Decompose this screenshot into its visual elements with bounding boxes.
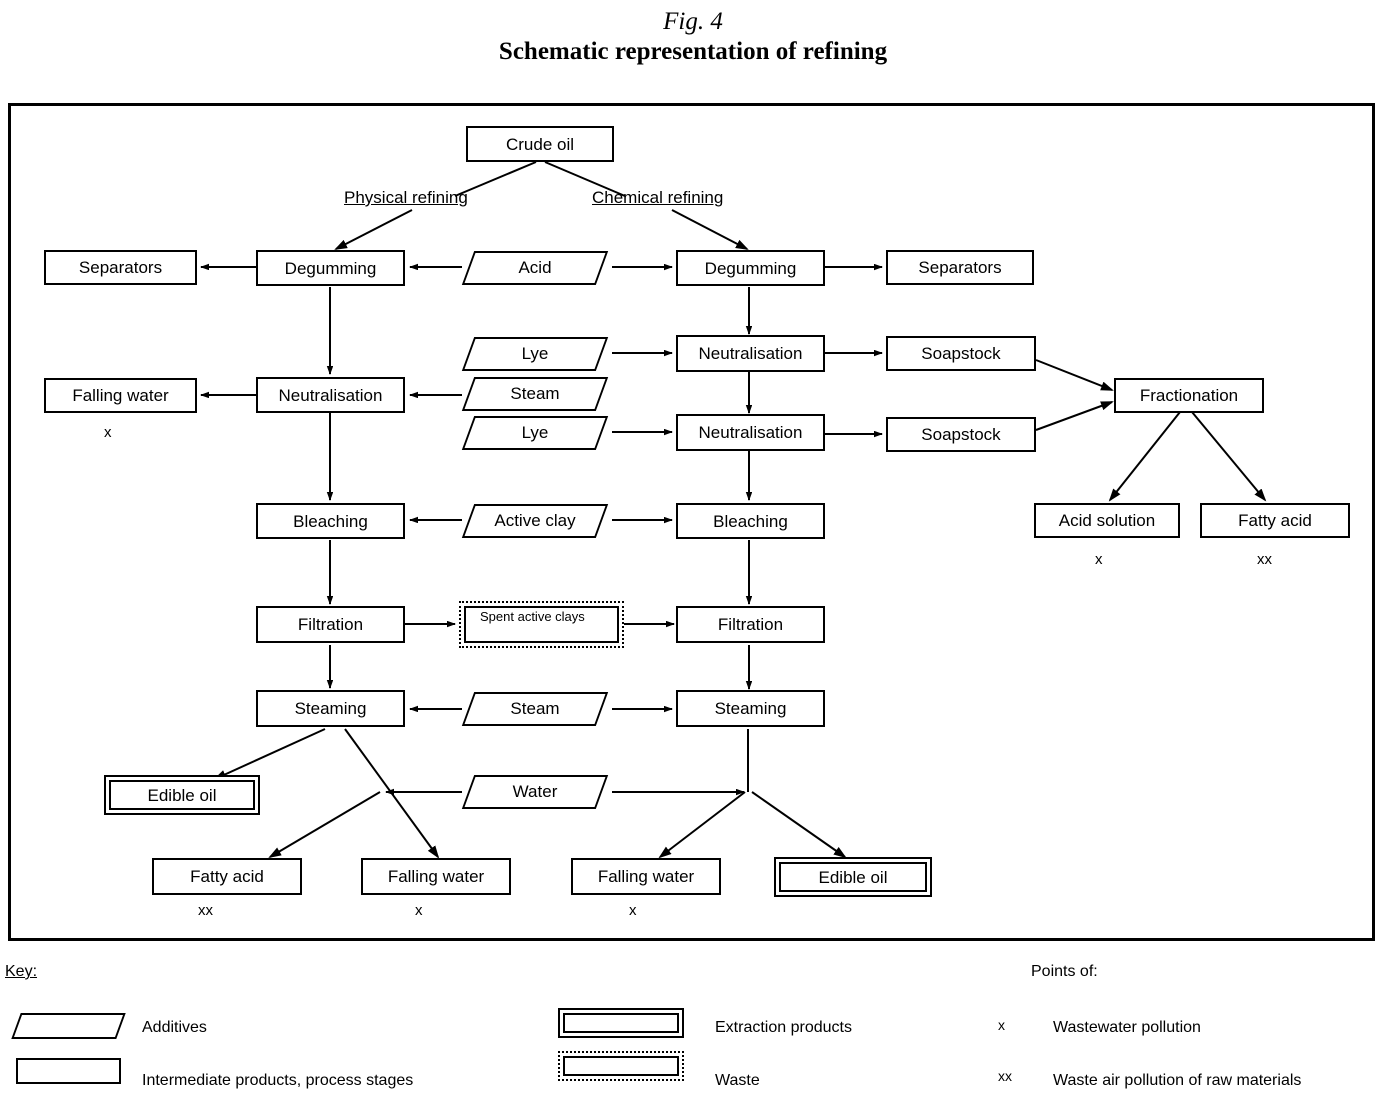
node-acid-solution-label: Acid solution (1058, 511, 1156, 530)
node-soapstock-bottom[interactable]: Soapstock (886, 417, 1036, 452)
node-spent-active-clays[interactable]: Spent active clays (459, 601, 624, 648)
node-steam-bottom[interactable]: Steam (461, 692, 609, 726)
node-acid[interactable]: Acid (461, 251, 609, 285)
key-point-label-wastewater: Wastewater pollution (1053, 1019, 1201, 1036)
node-fractionation[interactable]: Fractionation (1114, 378, 1264, 413)
node-steam-mid[interactable]: Steam (461, 377, 609, 411)
node-filtration-left-label: Filtration (297, 615, 364, 634)
node-degumming-right[interactable]: Degumming (676, 250, 825, 286)
node-neutralisation-right-bottom[interactable]: Neutralisation (676, 414, 825, 451)
node-filtration-right-label: Filtration (717, 615, 784, 634)
node-water[interactable]: Water (461, 775, 609, 809)
node-steaming-right[interactable]: Steaming (676, 690, 825, 727)
node-crude-oil-label: Crude oil (505, 134, 575, 154)
node-filtration-right[interactable]: Filtration (676, 606, 825, 643)
node-lye-bottom-label: Lye (521, 423, 549, 442)
mark-fatty-acid-fractionation: xx (1257, 551, 1272, 568)
node-separators-left[interactable]: Separators (44, 250, 197, 285)
node-neutralisation-right-top-label: Neutralisation (698, 344, 803, 363)
node-soapstock-top-label: Soapstock (921, 344, 1001, 363)
mark-falling-water-neutralisation: x (104, 424, 112, 441)
key-points-title: Points of: (1031, 963, 1098, 980)
mark-fatty-acid-steaming: xx (198, 902, 213, 919)
node-falling-water-right-label: Falling water (597, 867, 695, 886)
mark-acid-solution: x (1095, 551, 1103, 568)
node-lye-top-label: Lye (521, 344, 549, 363)
node-edible-oil-right-label: Edible oil (779, 862, 927, 892)
additives-parallelogram (11, 1013, 126, 1039)
node-falling-water-neutralisation[interactable]: Falling water (44, 378, 197, 413)
node-neutralisation-left-label: Neutralisation (278, 385, 383, 405)
key-shape-extraction-products (558, 1008, 684, 1038)
figure-number: Fig. 4 (663, 8, 723, 35)
key-label-additives: Additives (142, 1019, 207, 1036)
key-shape-additives (11, 1013, 126, 1039)
node-steaming-right-label: Steaming (714, 699, 787, 718)
node-degumming-left-label: Degumming (284, 258, 377, 278)
node-edible-oil-right[interactable]: Edible oil (774, 857, 932, 897)
node-falling-water-left[interactable]: Falling water (361, 858, 511, 895)
node-crude-oil[interactable]: Crude oil (466, 126, 614, 162)
node-steaming-left-label: Steaming (294, 699, 367, 718)
node-bleaching-right[interactable]: Bleaching (676, 503, 825, 539)
key-point-label-waste-air: Waste air pollution of raw materials (1053, 1072, 1302, 1089)
node-active-clay[interactable]: Active clay (461, 504, 609, 538)
node-neutralisation-left[interactable]: Neutralisation (256, 377, 405, 413)
node-degumming-right-label: Degumming (704, 258, 797, 278)
node-fatty-acid-steaming[interactable]: Fatty acid (152, 858, 302, 895)
node-fractionation-label: Fractionation (1139, 386, 1239, 405)
key-point-mark-x: x (998, 1017, 1005, 1033)
node-steaming-left[interactable]: Steaming (256, 690, 405, 727)
node-soapstock-bottom-label: Soapstock (921, 425, 1001, 444)
mark-falling-water-right: x (629, 902, 637, 919)
node-water-label: Water (512, 782, 558, 801)
node-falling-water-neutralisation-label: Falling water (72, 386, 169, 405)
key-label-waste: Waste (715, 1072, 760, 1089)
figure-title: Schematic representation of refining (498, 38, 888, 65)
node-lye-top[interactable]: Lye (461, 337, 609, 371)
node-filtration-left[interactable]: Filtration (256, 606, 405, 643)
node-separators-left-label: Separators (78, 258, 163, 277)
node-steam-bottom-label: Steam (510, 699, 560, 718)
node-falling-water-left-label: Falling water (387, 867, 485, 886)
key-point-mark-xx: xx (998, 1068, 1012, 1084)
node-fatty-acid-fractionation[interactable]: Fatty acid (1200, 503, 1350, 538)
node-soapstock-top[interactable]: Soapstock (886, 336, 1036, 371)
node-separators-right-label: Separators (918, 258, 1002, 277)
node-acid-solution[interactable]: Acid solution (1034, 503, 1180, 538)
node-falling-water-right[interactable]: Falling water (571, 858, 721, 895)
node-fatty-acid-fractionation-label: Fatty acid (1238, 511, 1312, 530)
node-bleaching-right-label: Bleaching (713, 511, 788, 531)
key-label-intermediate: Intermediate products, process stages (142, 1072, 414, 1089)
node-acid-label: Acid (518, 258, 552, 277)
key-shape-waste (558, 1051, 684, 1081)
node-lye-bottom[interactable]: Lye (461, 416, 609, 450)
node-spent-active-clays-label: Spent active clays (464, 606, 619, 643)
node-degumming-left[interactable]: Degumming (256, 250, 405, 286)
diagram-frame (8, 103, 1375, 941)
node-neutralisation-right-bottom-label: Neutralisation (698, 423, 803, 442)
mark-falling-water-left: x (415, 902, 423, 919)
branch-label-chemical-refining: Chemical refining (592, 188, 724, 207)
key-title: Key: (5, 963, 38, 980)
node-edible-oil-left-label: Edible oil (109, 780, 255, 810)
node-bleaching-left-label: Bleaching (293, 511, 368, 531)
node-bleaching-left[interactable]: Bleaching (256, 503, 405, 539)
key-shape-intermediate (16, 1058, 121, 1084)
node-fatty-acid-steaming-label: Fatty acid (190, 867, 264, 886)
node-neutralisation-right-top[interactable]: Neutralisation (676, 335, 825, 372)
key-label-extraction-products: Extraction products (715, 1019, 852, 1036)
branch-label-physical-refining: Physical refining (344, 188, 468, 207)
node-edible-oil-left[interactable]: Edible oil (104, 775, 260, 815)
node-active-clay-label: Active clay (494, 511, 576, 530)
node-steam-mid-label: Steam (510, 384, 560, 403)
node-separators-right[interactable]: Separators (886, 250, 1034, 285)
